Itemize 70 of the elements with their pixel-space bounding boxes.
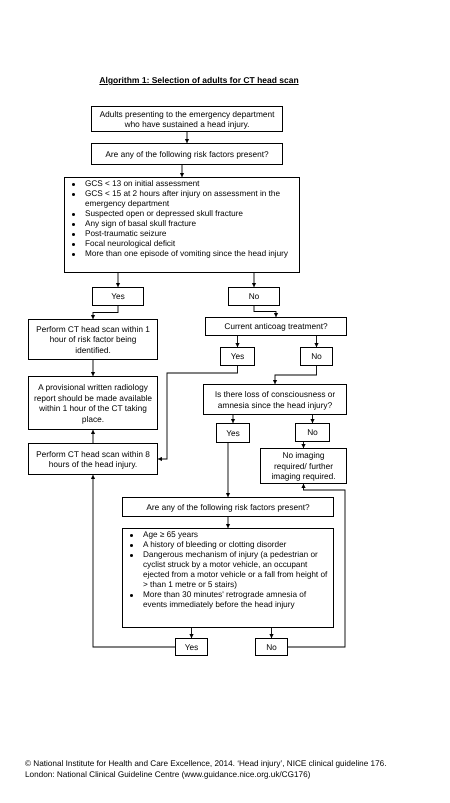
list-item: Dangerous mechanism of injury (a pedestrian or cyclist struck by a motor vehicle, an occupant ejected from a motor vehicle or a fall from height of > than 1 metre or 5 stairs) — [127, 550, 329, 590]
box-text: Are any of the following risk factors present? — [146, 502, 310, 512]
process-box — [91, 106, 283, 132]
criteria-box — [122, 528, 334, 628]
process-box — [216, 423, 250, 443]
box-text: A provisional written radiology report should be made available within 1 hour of the CT taking place. — [33, 382, 153, 424]
process-box — [28, 376, 158, 430]
box-text: Current anticoag treatment? — [224, 321, 328, 332]
process-box — [28, 319, 158, 360]
list-item: A history of bleeding or clotting disorder — [127, 540, 329, 550]
arrow — [189, 628, 194, 638]
list-item: Focal neurological deficit — [69, 239, 295, 249]
box-text: Yes — [184, 642, 198, 652]
arrow — [310, 414, 315, 424]
arrow — [90, 430, 96, 444]
arrow — [226, 516, 230, 528]
arrow — [272, 366, 317, 384]
arrow — [314, 336, 319, 348]
arrow — [90, 360, 96, 376]
process-box — [295, 423, 330, 442]
arrow — [226, 442, 230, 498]
box-text: Yes — [226, 428, 240, 438]
process-box — [300, 347, 333, 366]
box-text: No imaging required/ further imaging required. — [270, 450, 337, 482]
box-text: Yes — [111, 291, 125, 302]
process-box — [91, 143, 283, 165]
process-box — [175, 638, 208, 656]
list-item: Age ≥ 65 years — [127, 530, 329, 540]
arrow — [254, 306, 278, 318]
criteria-box — [64, 177, 300, 273]
box-text: Are any of the following risk factors present? — [105, 148, 269, 160]
process-box — [228, 287, 280, 306]
process-box — [122, 497, 334, 517]
list-item: GCS < 13 on initial assessment — [69, 179, 295, 189]
list-item: Post-traumatic seizure — [69, 229, 295, 239]
copyright-note: © National Institute for Health and Care Excellence, 2014. ‘Head injury’, NICE clinical guideline 176. London: National Clinical Guideline Centre (www.guidance.nice.org.uk/CG176) — [25, 758, 388, 780]
list-item: GCS < 15 at 2 hours after injury on assessment in the emergency department — [69, 189, 295, 209]
process-box — [92, 287, 144, 306]
process-box — [203, 384, 347, 415]
box-text: Adults presenting to the emergency department who have sustained a head injury. — [98, 108, 276, 130]
arrow — [90, 306, 118, 320]
list-item: More than 30 minutes' retrograde amnesia of events immediately before the head injury — [127, 590, 329, 610]
arrow — [252, 272, 256, 288]
diagram-title: Algorithm 1: Selection of adults for CT head scan — [98, 74, 300, 87]
arrow — [116, 272, 120, 288]
list-item: Any sign of basal skull fracture — [69, 219, 295, 229]
arrow — [90, 474, 176, 648]
box-text: No — [266, 642, 277, 652]
arrow — [269, 628, 274, 638]
process-box — [255, 638, 288, 656]
box-text: No — [311, 351, 322, 362]
arrow — [288, 484, 346, 648]
box-text: Yes — [230, 351, 244, 362]
box-text: No — [248, 291, 260, 302]
process-box — [220, 347, 255, 366]
box-text: Perform CT head scan within 1 hour of risk factor being identified. — [35, 324, 151, 356]
arrow — [158, 366, 238, 462]
arrow — [235, 336, 240, 348]
process-box — [260, 448, 347, 484]
box-text: No — [307, 427, 318, 438]
box-text: Is there loss of consciousness or amnesia since the head injury? — [214, 389, 336, 410]
list-item: More than one episode of vomiting since the head injury — [69, 249, 295, 259]
arrow — [184, 132, 190, 144]
list-item: Suspected open or depressed skull fracture — [69, 209, 295, 219]
arrow — [301, 442, 306, 448]
process-box — [28, 443, 158, 475]
process-box — [205, 317, 347, 336]
box-text: Perform CT head scan within 8 hours of the head injury. — [35, 448, 151, 470]
arrow — [230, 414, 236, 424]
arrow — [180, 164, 184, 178]
